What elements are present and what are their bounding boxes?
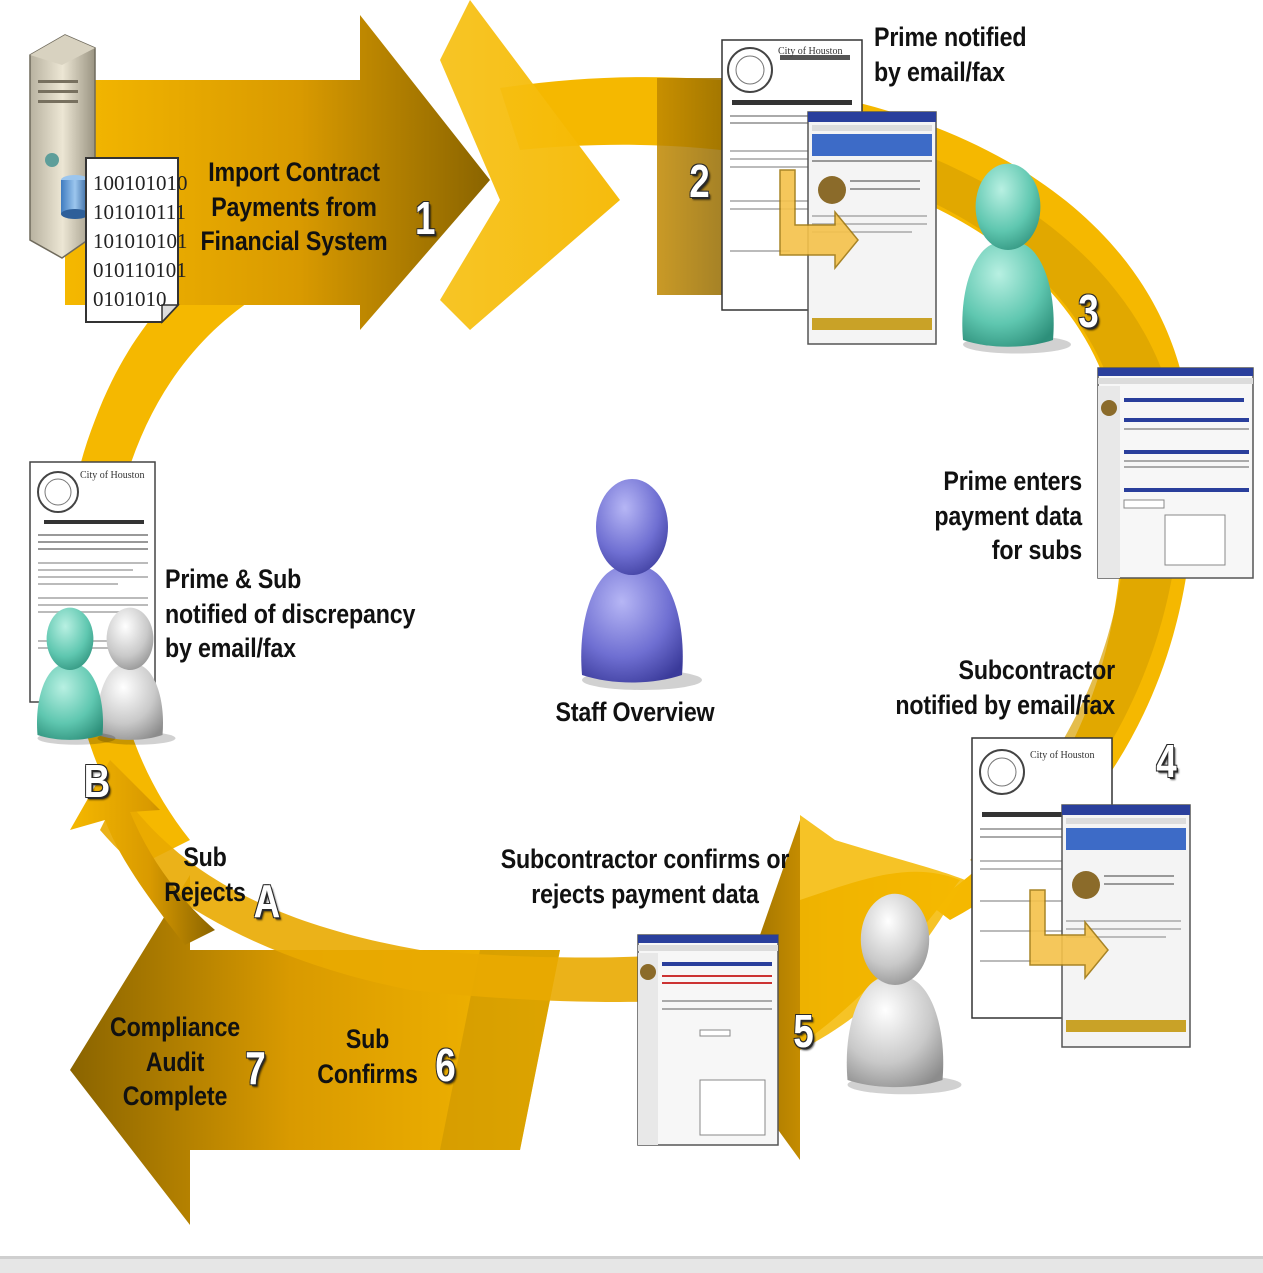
step-3-line-1: Prime enters	[943, 466, 1082, 496]
document-brand-2: City of Houston	[778, 46, 843, 57]
subcontractor-web-form-screenshot-icon	[1029, 804, 1191, 1048]
step-3-label: Prime enters payment data for subs	[908, 464, 1082, 568]
step-6-number: 6	[435, 1039, 456, 1091]
binary-line: 100101010	[93, 171, 188, 195]
step-4-line-2: notified by email/fax	[895, 689, 1115, 720]
sub-person-icon-b	[96, 607, 176, 745]
step-6-line-2: Confirms	[317, 1058, 418, 1089]
step-5-number: 5	[793, 1005, 814, 1057]
branch-a-letter: A	[253, 875, 281, 927]
prime-person-icon	[962, 163, 1071, 354]
branch-a-label: Sub Rejects	[158, 840, 253, 909]
step-5-line-2: rejects payment data	[531, 878, 759, 909]
document-brand-4: City of Houston	[1030, 750, 1095, 761]
binary-line: 010110101	[93, 258, 187, 282]
step-4-label: Subcontractor notified by email/fax	[844, 653, 1115, 722]
step-1-line-2: Payments from	[211, 191, 377, 222]
step-3-line-3: for subs	[991, 535, 1082, 566]
step-7-line-3: Complete	[122, 1081, 228, 1112]
step-3-line-2: payment data	[934, 500, 1082, 531]
loop-ring-left	[64, 200, 330, 860]
web-form-screenshot-icon	[779, 111, 937, 345]
branch-b-label: Prime & Sub notified of discrepancy by e…	[165, 562, 415, 666]
branch-a-line-2: Rejects	[164, 876, 246, 907]
step-2-line-1: Prime notified	[874, 22, 1027, 52]
step-2-line-2: by email/fax	[874, 56, 1005, 87]
staff-overview-label: Staff Overview	[555, 697, 715, 727]
server-icon	[29, 34, 96, 259]
step-4-number: 4	[1156, 735, 1177, 787]
step-1-label: Import Contract Payments from Financial …	[199, 155, 390, 259]
step-2-label: Prime notified by email/fax	[874, 20, 1027, 89]
step-7-line-2: Audit	[145, 1046, 205, 1077]
arrow-step-2-plate	[657, 78, 740, 295]
step-7-line-1: Compliance	[110, 1012, 240, 1042]
step-1-number: 1	[415, 192, 436, 244]
branch-b-line-3: by email/fax	[165, 633, 296, 664]
branch-b-line-1: Prime & Sub	[165, 564, 302, 594]
binary-line: 0101010	[93, 287, 167, 311]
document-brand-b: City of Houston	[80, 470, 145, 481]
subcontractor-person-icon	[846, 893, 962, 1095]
step-7-number: 7	[245, 1042, 266, 1094]
binary-line: 101010111	[93, 200, 186, 224]
branch-b-letter: B	[83, 755, 111, 807]
data-file-icon: 100101010 101010111 101010101 010110101 0101…	[85, 157, 188, 324]
arrow-branch-a	[70, 760, 215, 945]
step-3-number: 3	[1078, 285, 1099, 337]
step-6-label: Sub Confirms	[314, 1022, 422, 1091]
step-1-line-3: Financial System	[200, 226, 388, 257]
branch-a-line-1: Sub	[183, 842, 227, 872]
step-4-line-1: Subcontractor	[958, 655, 1116, 685]
payment-form-screenshot-icon	[1097, 367, 1254, 579]
staff-person-icon	[581, 479, 702, 690]
step-1-line-1: Import Contract	[208, 157, 380, 187]
confirm-form-screenshot-icon	[637, 934, 779, 1146]
step-6-line-1: Sub	[345, 1024, 390, 1054]
step-5-line-1: Subcontractor confirms or	[500, 844, 790, 874]
step-2-number: 2	[689, 155, 710, 207]
branch-b-line-2: notified of discrepancy	[165, 598, 416, 629]
step-5-label: Subcontractor confirms or rejects paymen…	[495, 842, 796, 911]
binary-line: 101010101	[93, 229, 188, 253]
prime-person-icon-b	[36, 607, 116, 745]
step-7-label: Compliance Audit Complete	[106, 1010, 244, 1114]
